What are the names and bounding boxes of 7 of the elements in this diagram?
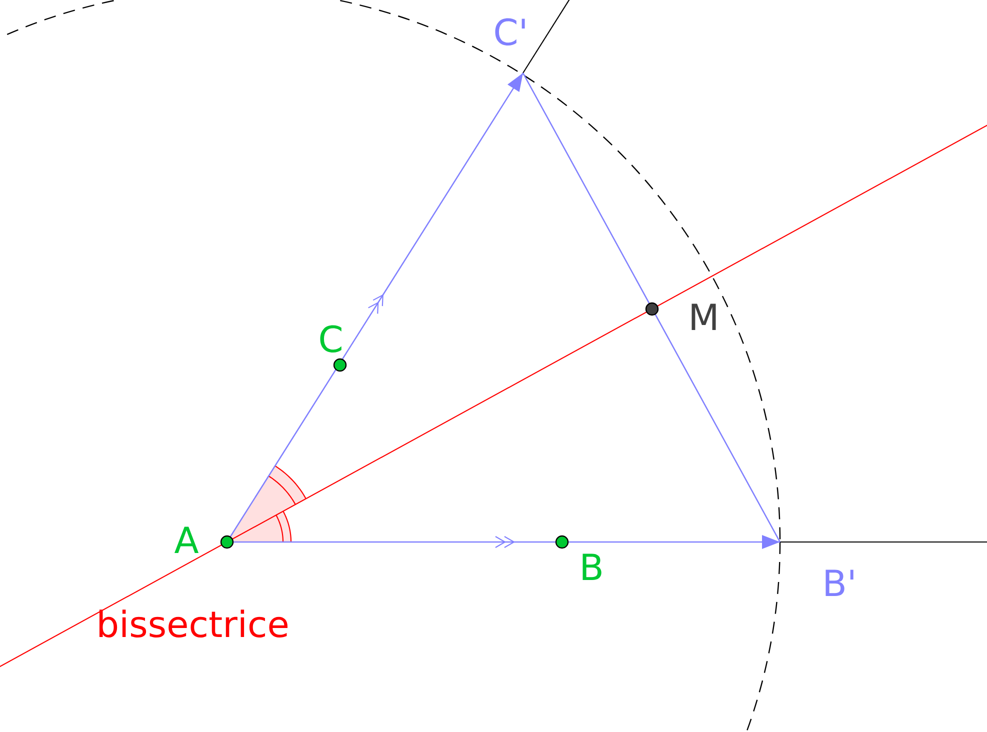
point-label: C' bbox=[495, 18, 525, 46]
point-label: M bbox=[692, 304, 716, 330]
point-label: C bbox=[320, 325, 342, 352]
bisector-label: bissectrice bbox=[99, 610, 288, 638]
point-label: B bbox=[582, 554, 602, 580]
point-label: B' bbox=[826, 570, 854, 596]
point-label: A bbox=[174, 526, 199, 553]
